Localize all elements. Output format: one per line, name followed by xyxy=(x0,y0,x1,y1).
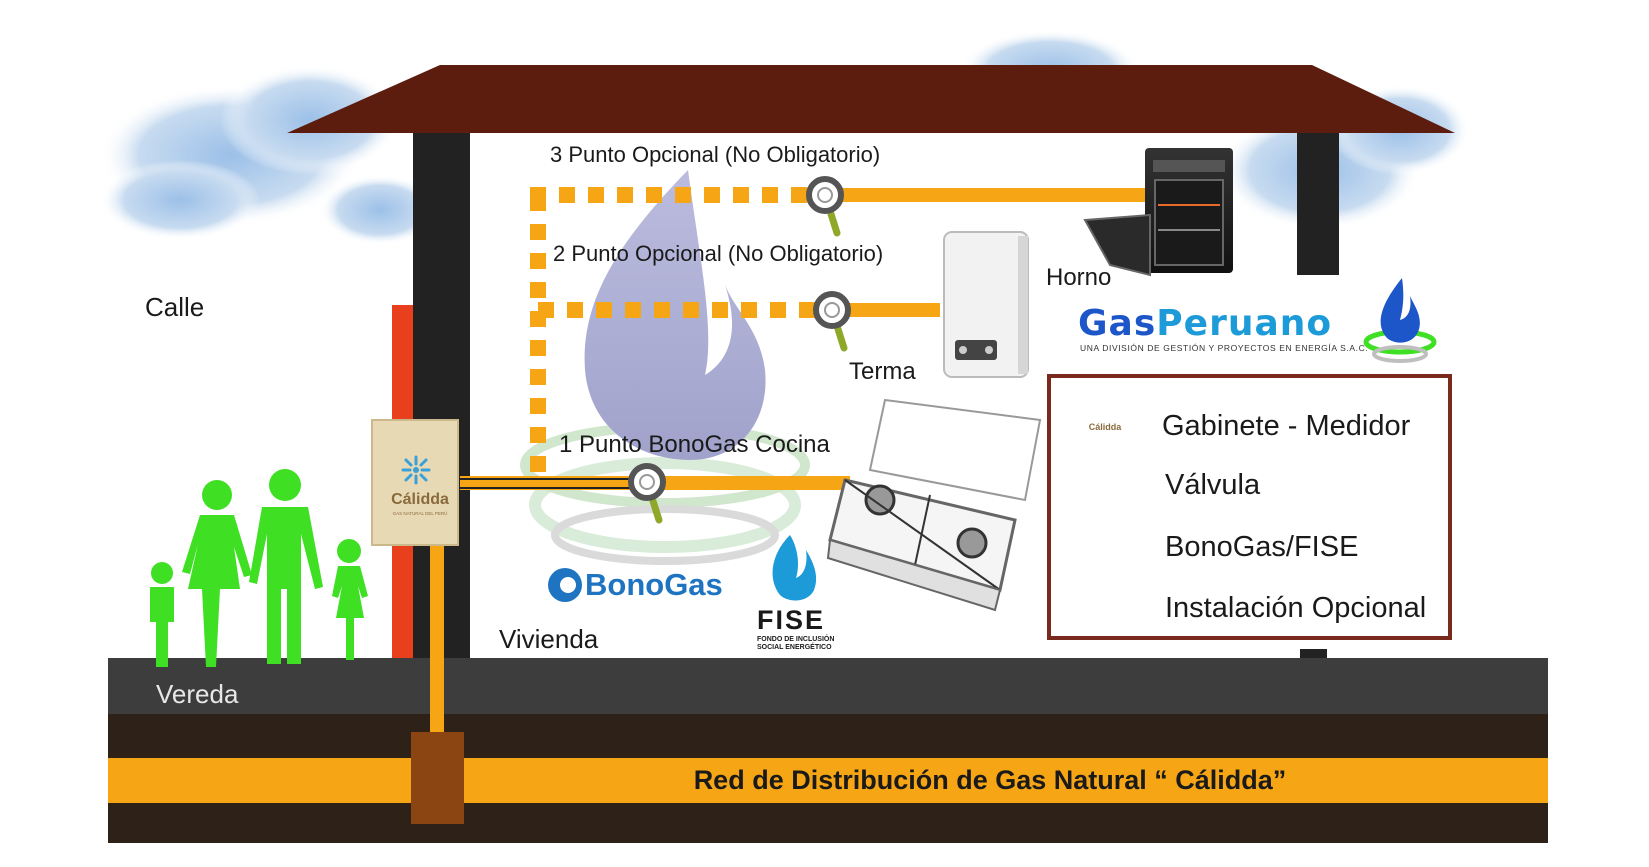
street-label: Calle xyxy=(145,292,205,322)
clouds xyxy=(100,30,1470,245)
valve-kitchen xyxy=(628,463,666,524)
calidda-star-icon xyxy=(401,455,431,485)
house-label: Vivienda xyxy=(499,624,599,654)
bonogas-logo-icon xyxy=(548,568,582,602)
family-silhouette xyxy=(150,469,368,667)
optional-dashed-pipes xyxy=(530,187,820,475)
house-right-base xyxy=(1300,649,1327,658)
valve-water-heater xyxy=(813,291,851,352)
point3-label: 3 Punto Opcional (No Obligatorio) xyxy=(550,142,881,167)
gasperuano-flame-icon xyxy=(1363,278,1437,363)
roof xyxy=(287,65,1455,133)
house-right-wall xyxy=(1297,130,1339,275)
fise-sub-line2: SOCIAL ENERGÉTICO xyxy=(757,644,832,651)
gasperuano-part2: Peruano xyxy=(1156,303,1333,344)
fise-logo-text: FISE xyxy=(757,605,826,635)
bonogas-logo-text: BonoGas xyxy=(585,567,723,602)
legend-cabinet-brand: Cálidda xyxy=(1088,422,1122,432)
point1-label: 1 Punto BonoGas Cocina xyxy=(559,431,830,458)
stove-icon xyxy=(826,398,1042,612)
water-heater-icon xyxy=(943,231,1029,378)
oven-icon xyxy=(1083,148,1233,277)
service-connector xyxy=(411,732,464,824)
gasperuano-logo: GasPeruano xyxy=(1078,303,1332,344)
sidewalk-label: Vereda xyxy=(156,679,239,709)
fise-sub-line1: FONDO DE INCLUSIÓN xyxy=(757,636,835,643)
gasperuano-subtitle: UNA DIVISIÓN DE GESTIÓN Y PROYECTOS EN E… xyxy=(1080,343,1369,353)
network-label: Red de Distribución de Gas Natural “ Cál… xyxy=(693,765,1287,795)
sidewalk xyxy=(108,658,1548,714)
legend-item-dashed-pipe: Instalación Opcional xyxy=(1165,592,1427,624)
legend-item-solid-pipe: BonoGas/FISE xyxy=(1165,531,1359,563)
cabinet-brand: Cálidda xyxy=(391,491,449,508)
valve-oven xyxy=(806,176,844,237)
water-heater-label: Terma xyxy=(849,358,916,385)
legend-item-valve: Válvula xyxy=(1165,469,1261,501)
fise-flame-icon xyxy=(772,535,817,601)
legend-box xyxy=(1047,374,1452,640)
flame-watermark xyxy=(520,170,810,565)
oven-label: Horno xyxy=(1046,264,1112,291)
legend-item-cabinet: Gabinete - Medidor xyxy=(1162,410,1411,442)
cabinet-subtitle: GAS NATURAL DEL PERÚ xyxy=(392,511,448,516)
main-gas-pipe xyxy=(108,758,1548,803)
point2-label: 2 Punto Opcional (No Obligatorio) xyxy=(553,241,884,266)
gasperuano-part1: Gas xyxy=(1078,303,1157,344)
